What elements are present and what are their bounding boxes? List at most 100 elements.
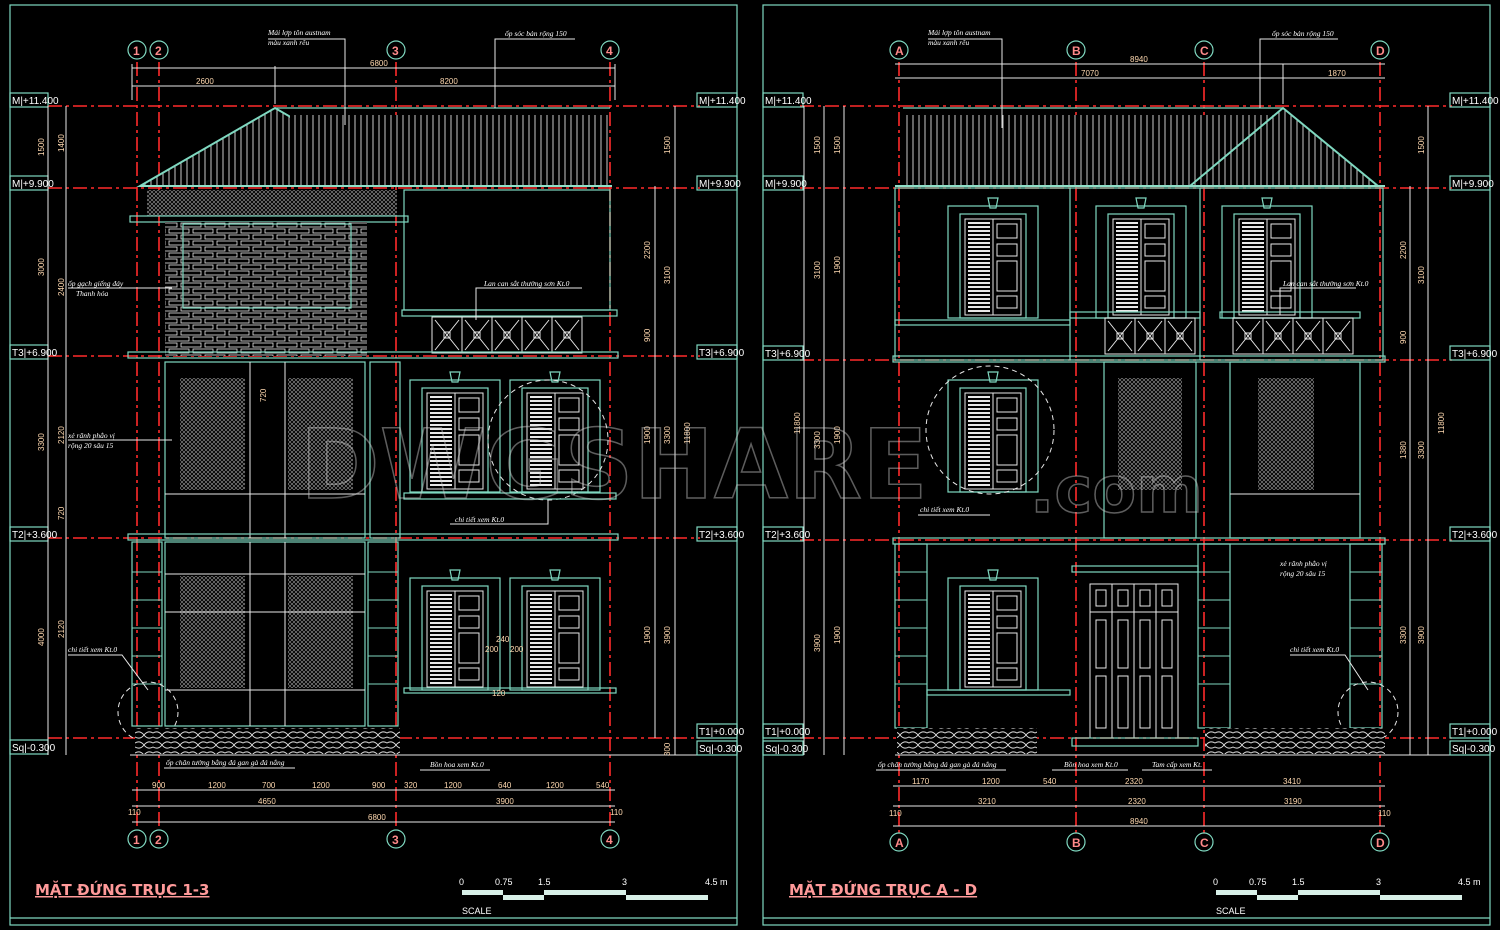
svg-text:SCALE: SCALE bbox=[1216, 906, 1246, 916]
sheet-elevation-1-3: 6800 2600 8200 bbox=[9, 4, 746, 926]
annotation-plinth: ốp chân tường bằng đá gan gà đá nắng bbox=[166, 758, 285, 767]
svg-text:B: B bbox=[1072, 44, 1081, 58]
svg-text:T1|+0.000: T1|+0.000 bbox=[765, 727, 811, 738]
svg-text:4: 4 bbox=[606, 44, 613, 58]
level-tags-right: M|+11.400 M|+9.900 T3|+6.900 T2|+3.600 T… bbox=[696, 92, 746, 756]
svg-text:T3|+6.900: T3|+6.900 bbox=[12, 348, 58, 359]
dim-overall: 6800 bbox=[370, 59, 388, 68]
svg-text:màu xanh rêu: màu xanh rêu bbox=[268, 38, 309, 47]
sheet-border bbox=[762, 4, 1491, 926]
svg-text:7070: 7070 bbox=[1081, 69, 1099, 78]
dim-right: 8200 bbox=[440, 77, 458, 86]
svg-text:T2|+3.600: T2|+3.600 bbox=[12, 530, 58, 541]
svg-text:320: 320 bbox=[404, 781, 418, 790]
svg-text:.com: .com bbox=[1030, 454, 1203, 528]
level-tags-left: M|+11.400 M|+9.900 T3|+6.900 T2|+3.600 S… bbox=[9, 92, 59, 755]
sheet-border bbox=[9, 4, 738, 926]
svg-text:M|+11.400: M|+11.400 bbox=[699, 96, 746, 107]
svg-text:3900: 3900 bbox=[663, 626, 672, 644]
annotation-planter: Bồn hoa xem Kt.0 bbox=[430, 760, 484, 769]
svg-text:1900: 1900 bbox=[833, 426, 842, 444]
annotation-detail-2: chi tiết xem Kt.0 bbox=[68, 645, 117, 654]
svg-text:1500: 1500 bbox=[813, 136, 822, 154]
stone-plinth bbox=[897, 728, 1037, 754]
svg-text:M|+9.900: M|+9.900 bbox=[765, 179, 807, 190]
svg-text:110: 110 bbox=[1378, 809, 1391, 818]
svg-text:3900: 3900 bbox=[496, 797, 514, 806]
svg-text:Sq|-0.300: Sq|-0.300 bbox=[699, 744, 743, 755]
svg-text:C: C bbox=[1200, 836, 1209, 850]
svg-text:3: 3 bbox=[392, 44, 399, 58]
svg-text:3900: 3900 bbox=[1417, 626, 1426, 644]
svg-text:C: C bbox=[1200, 44, 1209, 58]
svg-text:3210: 3210 bbox=[978, 797, 996, 806]
annotation-groove: xẻ rãnh phẳo vị bbox=[67, 431, 115, 440]
svg-text:2: 2 bbox=[155, 44, 162, 58]
svg-text:1.5: 1.5 bbox=[1292, 877, 1305, 887]
main-door bbox=[1089, 583, 1179, 739]
svg-text:M|+9.900: M|+9.900 bbox=[699, 179, 741, 190]
svg-text:3300: 3300 bbox=[1399, 626, 1408, 644]
svg-text:3300: 3300 bbox=[663, 426, 672, 444]
axis-bubbles-bottom: 1 2 3 4 bbox=[127, 829, 620, 849]
svg-text:2320: 2320 bbox=[1125, 777, 1143, 786]
svg-text:1500: 1500 bbox=[833, 136, 842, 154]
svg-text:120: 120 bbox=[492, 689, 506, 698]
svg-text:1500: 1500 bbox=[663, 136, 672, 154]
svg-text:rộng 20 sâu 15: rộng 20 sâu 15 bbox=[68, 441, 113, 450]
svg-text:T1|+0.000: T1|+0.000 bbox=[1452, 727, 1498, 738]
svg-text:1170: 1170 bbox=[912, 777, 930, 786]
svg-text:0.75: 0.75 bbox=[1249, 877, 1267, 887]
svg-text:M|+11.400: M|+11.400 bbox=[12, 96, 59, 107]
svg-text:3000: 3000 bbox=[37, 258, 46, 276]
svg-text:1900: 1900 bbox=[833, 626, 842, 644]
svg-text:3300: 3300 bbox=[1417, 441, 1426, 459]
svg-text:300: 300 bbox=[663, 742, 672, 756]
brick-wall bbox=[165, 222, 367, 356]
sheet-elevation-a-d: 8940 7070 1870 bbox=[762, 4, 1499, 926]
svg-text:4650: 4650 bbox=[258, 797, 276, 806]
svg-text:3300: 3300 bbox=[813, 431, 822, 449]
svg-text:3: 3 bbox=[392, 833, 399, 847]
svg-text:2320: 2320 bbox=[1128, 797, 1146, 806]
svg-text:1400: 1400 bbox=[57, 134, 66, 152]
svg-text:1500: 1500 bbox=[37, 138, 46, 156]
svg-text:2: 2 bbox=[155, 833, 162, 847]
svg-text:720: 720 bbox=[259, 388, 268, 402]
svg-text:3100: 3100 bbox=[663, 266, 672, 284]
svg-text:D: D bbox=[1376, 836, 1385, 850]
svg-text:3410: 3410 bbox=[1283, 777, 1301, 786]
svg-text:Tam cấp xem Kt.: Tam cấp xem Kt. bbox=[1152, 760, 1202, 769]
svg-text:4.5 m: 4.5 m bbox=[1458, 877, 1481, 887]
axis-bubbles-top: 1 2 3 4 bbox=[127, 40, 620, 60]
svg-text:Sq|-0.300: Sq|-0.300 bbox=[12, 743, 56, 754]
axis-bubbles-bottom: A B C D bbox=[889, 832, 1390, 852]
watermark: DWGSHARE .com bbox=[299, 408, 1203, 529]
svg-text:200: 200 bbox=[485, 645, 499, 654]
svg-text:4000: 4000 bbox=[37, 628, 46, 646]
svg-text:chi tiết xem Kt.0: chi tiết xem Kt.0 bbox=[920, 505, 969, 514]
level-tags-left: M|+11.400 M|+9.900 T3|+6.900 T2|+3.600 T… bbox=[762, 92, 812, 756]
svg-text:900: 900 bbox=[372, 781, 386, 790]
svg-text:Mái lợp tôn austnam: Mái lợp tôn austnam bbox=[927, 28, 991, 37]
svg-text:màu xanh rêu: màu xanh rêu bbox=[928, 38, 969, 47]
svg-text:0: 0 bbox=[1213, 877, 1218, 887]
svg-text:1500: 1500 bbox=[1417, 136, 1426, 154]
svg-text:A: A bbox=[895, 836, 904, 850]
svg-text:8940: 8940 bbox=[1130, 55, 1148, 64]
bottom-dims: 900 1200 700 1200 900 320 1200 640 1200 … bbox=[128, 781, 623, 822]
svg-text:2120: 2120 bbox=[57, 620, 66, 638]
svg-text:3900: 3900 bbox=[813, 634, 822, 652]
svg-text:4: 4 bbox=[606, 833, 613, 847]
svg-text:640: 640 bbox=[498, 781, 512, 790]
svg-text:240: 240 bbox=[496, 635, 510, 644]
annotation-railing: Lan can sắt thường sơn Kt.0 bbox=[483, 279, 570, 288]
svg-text:ốp chân tường bằng đá gan gà đ: ốp chân tường bằng đá gan gà đá nắng bbox=[878, 760, 997, 769]
svg-text:M|+9.900: M|+9.900 bbox=[1452, 179, 1494, 190]
svg-text:900: 900 bbox=[152, 781, 166, 790]
sheet-title: MẶT ĐỨNG TRỤC 1-3 bbox=[35, 879, 209, 899]
svg-text:1.5: 1.5 bbox=[538, 877, 551, 887]
svg-text:2200: 2200 bbox=[643, 241, 652, 259]
svg-text:3: 3 bbox=[1376, 877, 1381, 887]
